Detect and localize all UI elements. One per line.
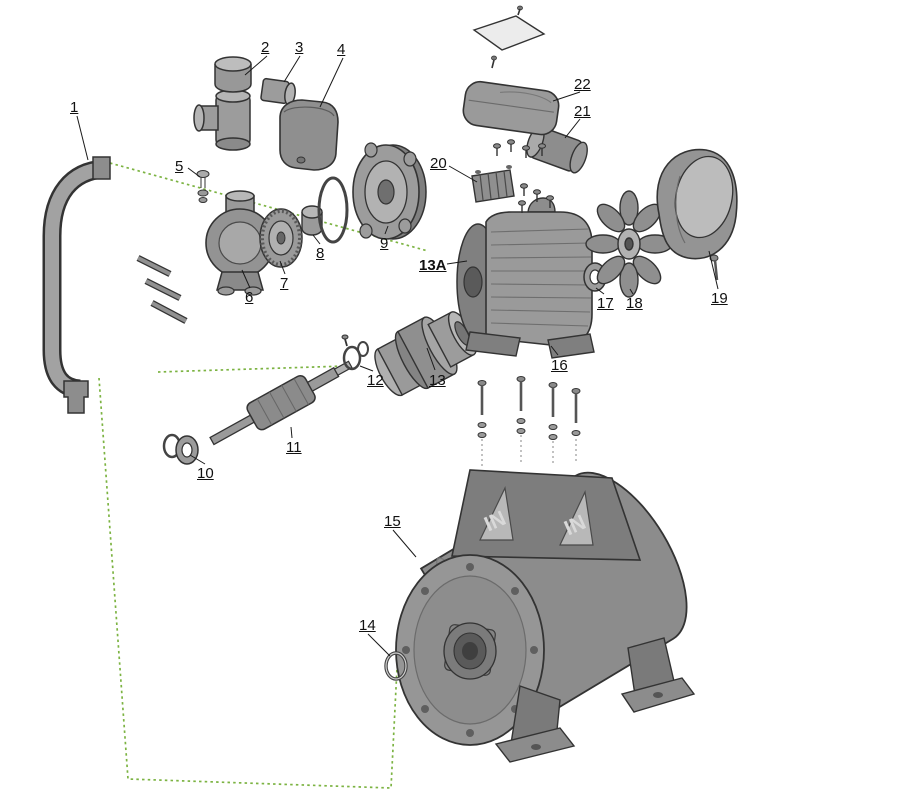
part-label-7: 7 — [280, 275, 289, 292]
pump-o-ring — [317, 176, 349, 244]
tank-arrow-icon — [559, 489, 594, 546]
part-label-9: 9 — [380, 235, 389, 252]
part-impeller — [259, 208, 303, 268]
alignment-line-tank — [98, 377, 398, 789]
part-capacitor — [526, 125, 588, 174]
part-shaft-rotor — [209, 360, 353, 446]
motor-studs — [477, 376, 581, 467]
part-o-ring-14 — [384, 651, 408, 681]
part-washers — [341, 334, 369, 371]
part-plug — [214, 56, 252, 93]
part-ejector — [374, 311, 477, 397]
part-label-13: 13 — [429, 372, 446, 389]
part-bearing-front — [162, 433, 199, 465]
part-label-17: 17 — [597, 295, 614, 312]
part-terminal-block — [471, 165, 515, 203]
bolts-left — [136, 255, 188, 324]
tank-front-face — [395, 554, 545, 746]
part-tank: IN IN — [395, 469, 696, 763]
part-label-6: 6 — [245, 289, 254, 306]
part-mech-seal — [301, 205, 323, 236]
part-label-4: 4 — [337, 41, 346, 58]
part-pump-housing-cover — [279, 99, 339, 171]
tank-foot-front — [494, 685, 576, 763]
small-screws — [493, 139, 554, 213]
gasket-plate — [472, 5, 546, 69]
tank-arrow-icon — [479, 485, 514, 541]
part-fan — [585, 190, 673, 298]
part-label-13A: 13A — [419, 257, 447, 274]
part-pump-body — [205, 190, 275, 296]
part-label-15: 15 — [384, 513, 401, 530]
part-label-18: 18 — [626, 295, 643, 312]
part-label-3: 3 — [295, 39, 304, 56]
part-fan-cover — [656, 148, 738, 281]
leader-lines — [76, 55, 719, 657]
tee-fitting — [193, 89, 251, 151]
tank-top-bracket: IN IN — [451, 469, 642, 561]
part-label-12: 12 — [367, 372, 384, 389]
tank-foot-rear — [620, 637, 696, 713]
part-screw-5 — [196, 170, 210, 203]
part-label-22: 22 — [574, 76, 591, 93]
part-motor — [456, 197, 595, 359]
part-label-11: 11 — [286, 439, 302, 456]
part-terminal-cover — [462, 80, 560, 136]
part-label-2: 2 — [261, 39, 270, 56]
part-label-16: 16 — [551, 357, 568, 374]
part-pump-flange — [352, 142, 427, 240]
part-inlet-pipe — [42, 156, 111, 414]
part-label-19: 19 — [711, 290, 728, 307]
part-label-8: 8 — [316, 245, 325, 262]
part-nipple — [260, 77, 296, 106]
part-label-5: 5 — [175, 158, 184, 175]
part-label-20: 20 — [430, 155, 447, 172]
part-label-10: 10 — [197, 465, 214, 482]
part-label-21: 21 — [574, 103, 591, 120]
alignment-line-shaft — [157, 365, 347, 373]
part-label-14: 14 — [359, 617, 376, 634]
part-label-1: 1 — [70, 99, 79, 116]
